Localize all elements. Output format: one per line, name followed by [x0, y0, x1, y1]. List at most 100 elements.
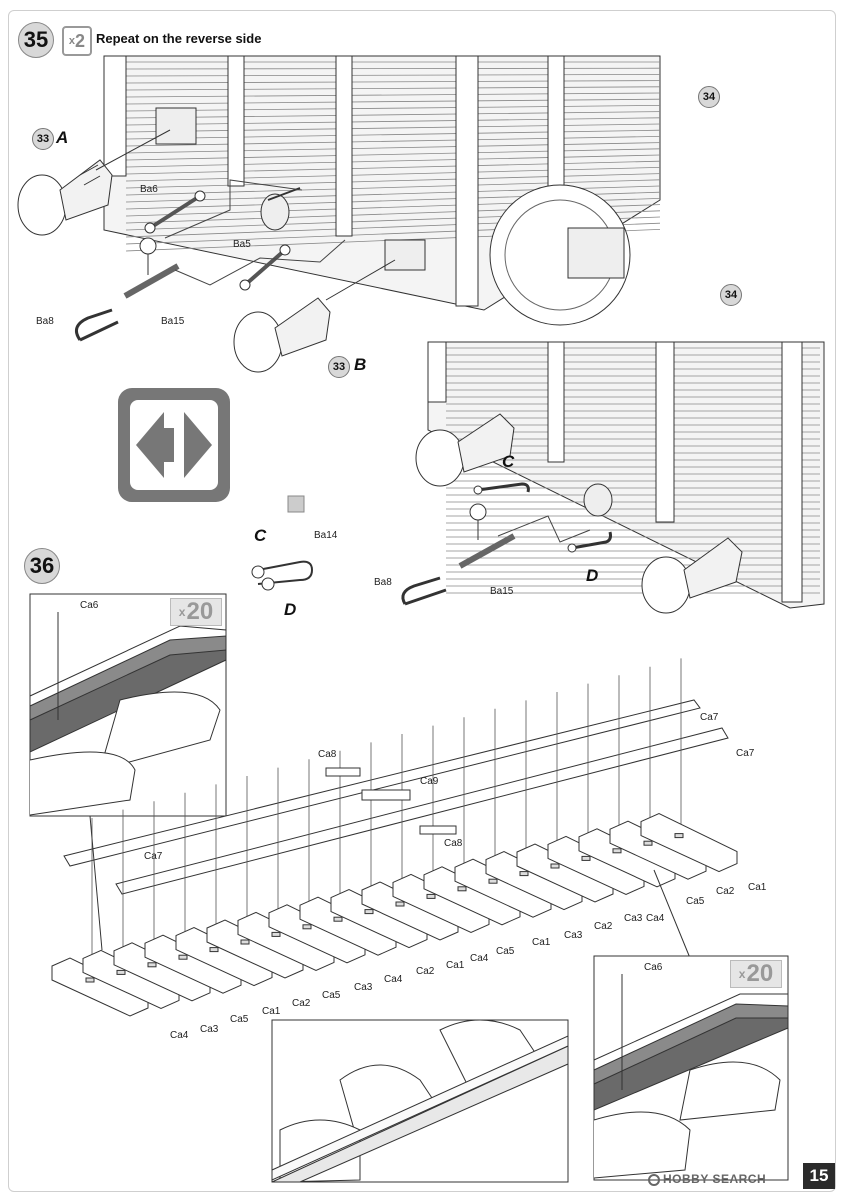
part-ba8-top: Ba8 [36, 316, 54, 327]
tie-plate [333, 916, 343, 922]
track-tie [113, 942, 211, 1002]
part-ba15-top: Ba15 [161, 316, 185, 327]
label-ca7-a: Ca7 [700, 712, 719, 723]
page-number: 15 [803, 1163, 835, 1189]
wagon-plank-line [125, 173, 661, 189]
inset-left-multiplier-prefix: x [178, 605, 186, 619]
tie-label-upper-9: Ca4 [470, 953, 489, 964]
watermark-text: HOBBY SEARCH [663, 1172, 767, 1186]
tie-label-lower-0: Ca4 [170, 1030, 189, 1041]
letter-d-2: D [586, 566, 599, 585]
inset-left-part: Ca6 [80, 600, 99, 611]
inset-right-multiplier: x20 [730, 960, 782, 988]
inset-right-part: Ca6 [644, 962, 663, 973]
tie-plate [519, 871, 529, 877]
track-tie [609, 820, 707, 880]
tie-plate [550, 863, 560, 869]
track-assembly [51, 658, 738, 1017]
tie-label-upper-6: Ca3 [564, 930, 583, 941]
track-tie [578, 828, 676, 888]
tie-plate [147, 962, 157, 968]
track-tie [640, 813, 738, 873]
wagon-plank-line [125, 129, 661, 140]
wagon-middle [427, 341, 825, 609]
track-tie [51, 957, 149, 1017]
ref-33-b: 33 [328, 356, 350, 378]
inset-left-multiplier: x20 [170, 598, 222, 626]
tie-plate [364, 909, 374, 915]
track-tie [485, 851, 583, 911]
ref-34-mid: 34 [720, 284, 742, 306]
track-tie [144, 934, 242, 994]
tie-label-upper-2: Ca5 [686, 896, 705, 907]
ba14-part [251, 495, 314, 591]
track-tie [454, 858, 552, 918]
wagon-plank-line [125, 86, 661, 91]
step-35-number: 35 [18, 22, 54, 58]
wagon-plank-line [125, 148, 661, 161]
wagon-plank-line [125, 105, 661, 112]
tie-plate [488, 878, 498, 884]
track-tie [299, 896, 397, 956]
ref-34-top: 34 [698, 86, 720, 108]
track-tie [175, 927, 273, 987]
track-tie [330, 889, 428, 949]
step-36-number: 36 [24, 548, 60, 584]
wagon-plank-line [125, 80, 661, 84]
tie-label-upper-4: Ca3 [624, 913, 643, 924]
buffer-mid-left [415, 413, 515, 487]
tie-label-lower-1: Ca3 [200, 1024, 219, 1035]
part-ba14: Ba14 [314, 530, 338, 541]
tie-label-upper-10: Ca1 [446, 960, 465, 971]
inset-right-multiplier-value: 20 [746, 960, 774, 987]
wagon-plank-line [125, 117, 661, 126]
wagon-plank-line [125, 179, 661, 196]
repeat-count: 2 [75, 31, 86, 51]
wagon-upper [103, 55, 661, 326]
tie-plate [581, 855, 591, 861]
label-ca9: Ca9 [420, 776, 439, 787]
wagon-plank-line [125, 160, 661, 175]
tie-label-lower-2: Ca5 [230, 1014, 249, 1025]
tie-plate [457, 886, 467, 892]
tie-plate [271, 931, 281, 937]
track-tie [361, 881, 459, 941]
tie-plate [302, 924, 312, 930]
inset-left [29, 593, 227, 817]
inset-center [271, 1019, 569, 1183]
tie-plate [85, 977, 95, 983]
wagon-plank-line [125, 136, 661, 147]
inset-left-multiplier-value: 20 [186, 598, 214, 625]
label-ca8-a: Ca8 [318, 749, 337, 760]
tie-label-lower-3: Ca1 [262, 1006, 281, 1017]
direction-symbol [118, 388, 230, 502]
tie-label-upper-7: Ca1 [532, 937, 551, 948]
tie-label-lower-6: Ca3 [354, 982, 373, 993]
repeat-count-badge: x2 [62, 26, 92, 56]
hobby-search-logo-icon [648, 1174, 660, 1186]
tie-plate [209, 947, 219, 953]
tie-label-upper-5: Ca2 [594, 921, 613, 932]
letter-c-1: C [254, 526, 267, 545]
buffer-A [17, 159, 113, 236]
ref-33-a: 33 [32, 128, 54, 150]
watermark: HOBBY SEARCH [648, 1172, 766, 1186]
tie-plate [674, 833, 684, 839]
repeat-prefix: x [68, 35, 76, 47]
tie-label-upper-3: Ca4 [646, 913, 665, 924]
tie-label-upper-8: Ca5 [496, 946, 515, 957]
wagon-plank-line [125, 167, 661, 182]
track-tie [547, 835, 645, 895]
wagon-plank-line [125, 67, 661, 70]
wagon-plank-line [125, 74, 661, 77]
label-ca7-b: Ca7 [736, 748, 755, 759]
buffer-mid-right [641, 537, 743, 614]
track-tie [392, 873, 490, 933]
tie-plate [426, 893, 436, 899]
track-tie [268, 904, 366, 964]
part-ba8-mid: Ba8 [374, 577, 392, 588]
wagon-plank-line [125, 142, 661, 154]
wagon-plank-line [125, 98, 661, 105]
